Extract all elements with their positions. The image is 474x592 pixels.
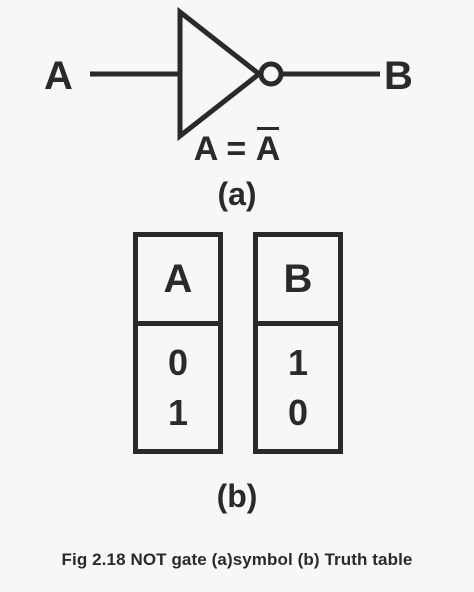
output-label: B	[384, 54, 413, 98]
gate-equation: A = A	[0, 127, 474, 168]
not-gate-symbol	[90, 6, 380, 142]
inversion-bubble	[258, 61, 284, 87]
table-cell: 0	[287, 392, 309, 433]
table-cell: 1	[167, 392, 189, 433]
column-header-a: A	[138, 237, 218, 326]
column-header-b: B	[258, 237, 338, 326]
equation-complement: A	[255, 127, 281, 168]
truth-table-column-a: A 0 1	[133, 232, 223, 454]
truth-table-caption: (b)	[216, 478, 258, 514]
table-cell: 0	[167, 342, 189, 383]
truth-table-column-b: B 1 0	[253, 232, 343, 454]
buffer-triangle	[177, 6, 264, 142]
figure-caption: Fig 2.18 NOT gate (a)symbol (b) Truth ta…	[61, 550, 413, 569]
table-cell: 1	[287, 342, 309, 383]
symbol-caption: (a)	[217, 176, 257, 212]
input-label: A	[44, 54, 73, 98]
equation-lhs: A =	[193, 130, 256, 168]
